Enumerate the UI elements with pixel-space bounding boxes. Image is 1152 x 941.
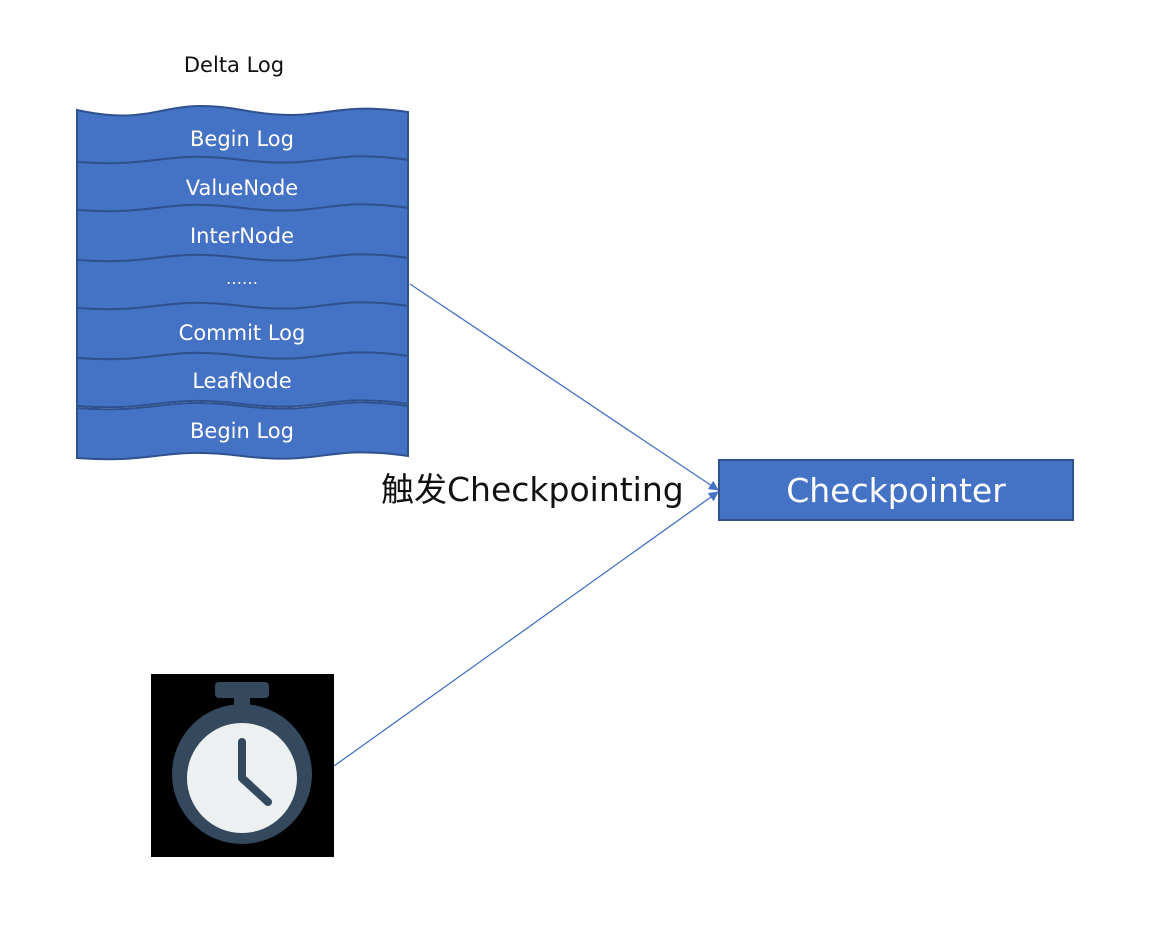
checkpointer-box: Checkpointer bbox=[718, 459, 1074, 521]
log-entry: Begin Log bbox=[76, 104, 409, 165]
log-entry-label: ValueNode bbox=[186, 176, 298, 200]
log-entry: Begin Log bbox=[76, 401, 409, 461]
log-entry: …… bbox=[76, 253, 409, 311]
log-entry: Commit Log bbox=[76, 301, 409, 361]
timer-to-checkpointer-arrow bbox=[333, 491, 719, 767]
log-to-checkpointer-arrow bbox=[409, 283, 719, 491]
log-entry-label: Begin Log bbox=[190, 419, 294, 443]
checkpointer-rect bbox=[718, 459, 1074, 521]
log-entry-label: InterNode bbox=[190, 224, 294, 248]
delta-log-title: Delta Log bbox=[184, 53, 284, 77]
log-entry-label: Begin Log bbox=[190, 127, 294, 151]
trigger-label: 触发Checkpointing bbox=[381, 470, 684, 509]
log-entry-shape bbox=[76, 401, 409, 461]
log-entry: InterNode bbox=[76, 203, 409, 263]
delta-log-stack: Begin Log ValueNode InterNode …… Commit … bbox=[76, 104, 409, 461]
checkpointer-label: Checkpointer bbox=[786, 471, 1006, 510]
log-entry: LeafNode bbox=[76, 351, 409, 409]
log-entry-label: LeafNode bbox=[192, 369, 291, 393]
log-entry-label: …… bbox=[226, 269, 258, 288]
log-entry-label: Commit Log bbox=[179, 321, 306, 345]
log-entry-shape bbox=[76, 351, 409, 409]
log-entry: ValueNode bbox=[76, 155, 409, 213]
stopwatch-icon bbox=[151, 674, 334, 857]
